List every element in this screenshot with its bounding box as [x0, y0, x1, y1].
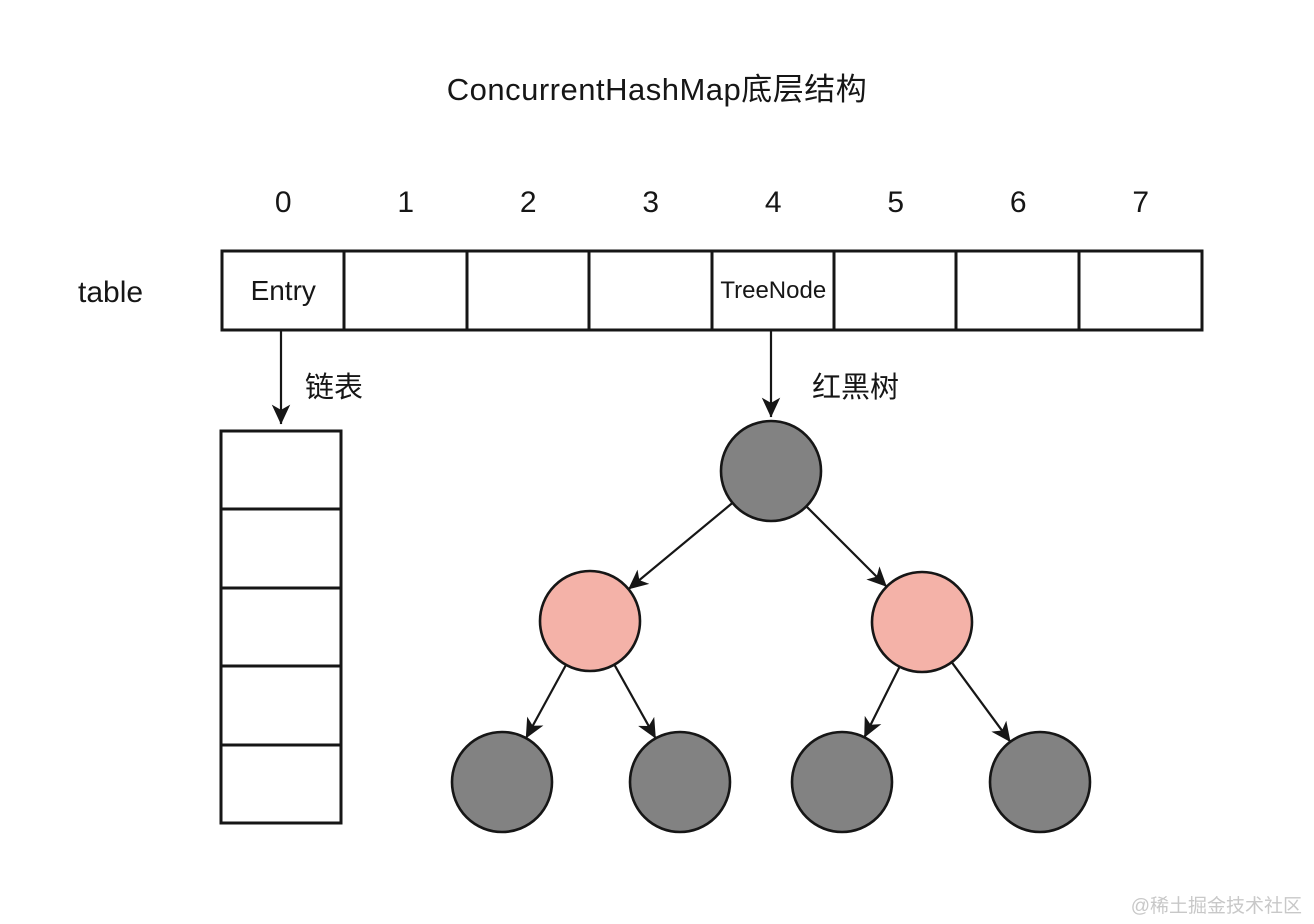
linked-list-boxes — [219, 429, 343, 825]
array-index-2: 2 — [519, 186, 537, 219]
red-black-tree-label: 红黑树 — [812, 372, 900, 404]
diagram-title: ConcurrentHashMap底层结构 — [446, 72, 868, 107]
tree-node-left — [538, 569, 642, 673]
tree-edges — [525, 502, 1012, 743]
watermark-text: @稀土掘金技术社区 — [1130, 896, 1302, 917]
array-cell-7 — [1080, 251, 1203, 330]
linked-list-label: 链表 — [305, 372, 364, 404]
array-name-label: table — [78, 276, 144, 309]
array-index-row: 0 1 2 3 4 5 6 7 — [222, 184, 1202, 222]
array-cell-4: TreeNode — [720, 276, 827, 304]
array-index-7: 7 — [1132, 186, 1150, 219]
array-cell-1 — [345, 251, 468, 330]
array-cells-row: Entry TreeNode — [222, 251, 1202, 330]
tree-node-left-right — [628, 730, 732, 834]
tree-node-right — [870, 570, 974, 674]
array-index-0: 0 — [274, 186, 292, 219]
array-cell-2 — [467, 251, 590, 330]
tree-node-root — [719, 419, 823, 523]
array-cell-6 — [957, 251, 1080, 330]
array-cell-0: Entry — [250, 274, 316, 306]
tree-node-right-right — [988, 730, 1092, 834]
array-cell-3 — [590, 251, 713, 330]
array-index-5: 5 — [887, 186, 905, 219]
array-index-4: 4 — [764, 186, 782, 219]
array-cell-5 — [835, 251, 958, 330]
array-index-6: 6 — [1009, 186, 1027, 219]
array-index-3: 3 — [642, 186, 660, 219]
tree-node-left-left — [450, 730, 554, 834]
array-index-1: 1 — [397, 186, 415, 219]
tree-node-right-left — [790, 730, 894, 834]
array-table-grid — [220, 249, 1204, 332]
